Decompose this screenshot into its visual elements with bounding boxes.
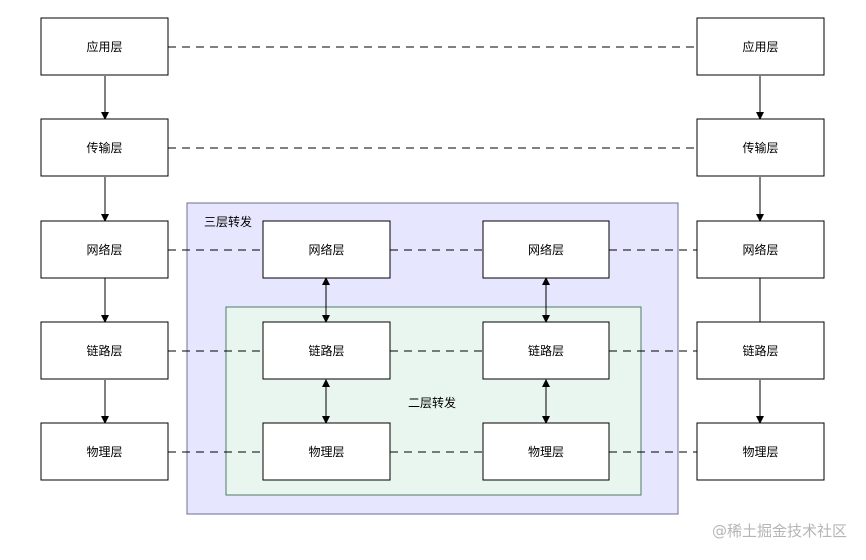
left-link-box: 链路层 xyxy=(40,321,169,380)
left-network-box: 网络层 xyxy=(40,220,169,279)
left-physical-label: 物理层 xyxy=(86,445,122,459)
left-network-label: 网络层 xyxy=(86,242,122,257)
router-b-network-box: 网络层 xyxy=(482,220,610,279)
router-a-network-label: 网络层 xyxy=(308,242,344,257)
layer2-forwarding-title: 二层转发 xyxy=(408,395,456,410)
router-a-network-box: 网络层 xyxy=(262,220,391,279)
right-network-box: 网络层 xyxy=(696,220,825,279)
right-application-label: 应用层 xyxy=(742,39,778,54)
right-application-box: 应用层 xyxy=(696,17,825,76)
left-application-label: 应用层 xyxy=(86,39,122,54)
left-link-label: 链路层 xyxy=(86,343,122,358)
right-physical-label: 物理层 xyxy=(742,445,778,459)
right-network-label: 网络层 xyxy=(742,242,778,257)
right-link-box: 链路层 xyxy=(696,321,825,380)
left-transport-label: 传输层 xyxy=(86,140,122,155)
left-physical-box: 物理层 xyxy=(40,422,169,481)
router-b-physical-box: 物理层 xyxy=(482,422,610,481)
left-transport-box: 传输层 xyxy=(40,118,169,177)
right-transport-box: 传输层 xyxy=(696,118,825,177)
right-transport-label: 传输层 xyxy=(742,140,778,155)
router-b-network-label: 网络层 xyxy=(528,242,564,257)
right-link-label: 链路层 xyxy=(742,343,778,358)
router-a-physical-label: 物理层 xyxy=(308,445,344,459)
router-a-link-box: 链路层 xyxy=(262,321,391,380)
router-a-physical-box: 物理层 xyxy=(262,422,391,481)
router-b-link-box: 链路层 xyxy=(482,321,610,380)
layer3-forwarding-title: 三层转发 xyxy=(204,214,252,229)
router-a-link-label: 链路层 xyxy=(308,343,344,358)
watermark: @稀土掘金技术社区 xyxy=(712,522,847,540)
router-b-link-label: 链路层 xyxy=(528,343,564,358)
router-b-physical-label: 物理层 xyxy=(528,445,564,459)
right-physical-box: 物理层 xyxy=(696,422,825,481)
left-application-box: 应用层 xyxy=(40,17,169,76)
